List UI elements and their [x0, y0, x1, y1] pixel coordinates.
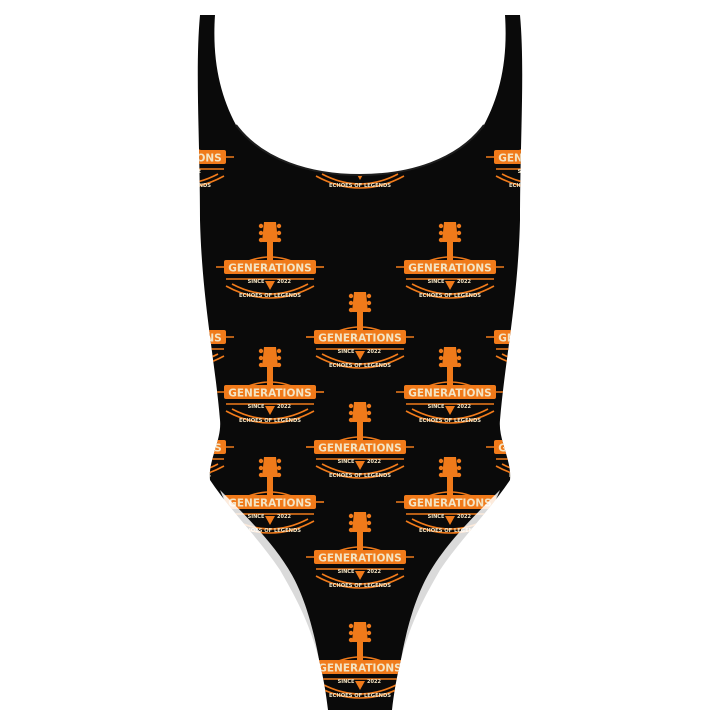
logo-tile	[395, 15, 505, 90]
right-leg-lining	[395, 490, 500, 700]
logo-tile	[215, 15, 325, 90]
left-leg-lining	[220, 490, 325, 700]
logo-tile	[197, 511, 235, 590]
neckline-seam	[235, 124, 485, 177]
logo-tile	[485, 511, 523, 590]
